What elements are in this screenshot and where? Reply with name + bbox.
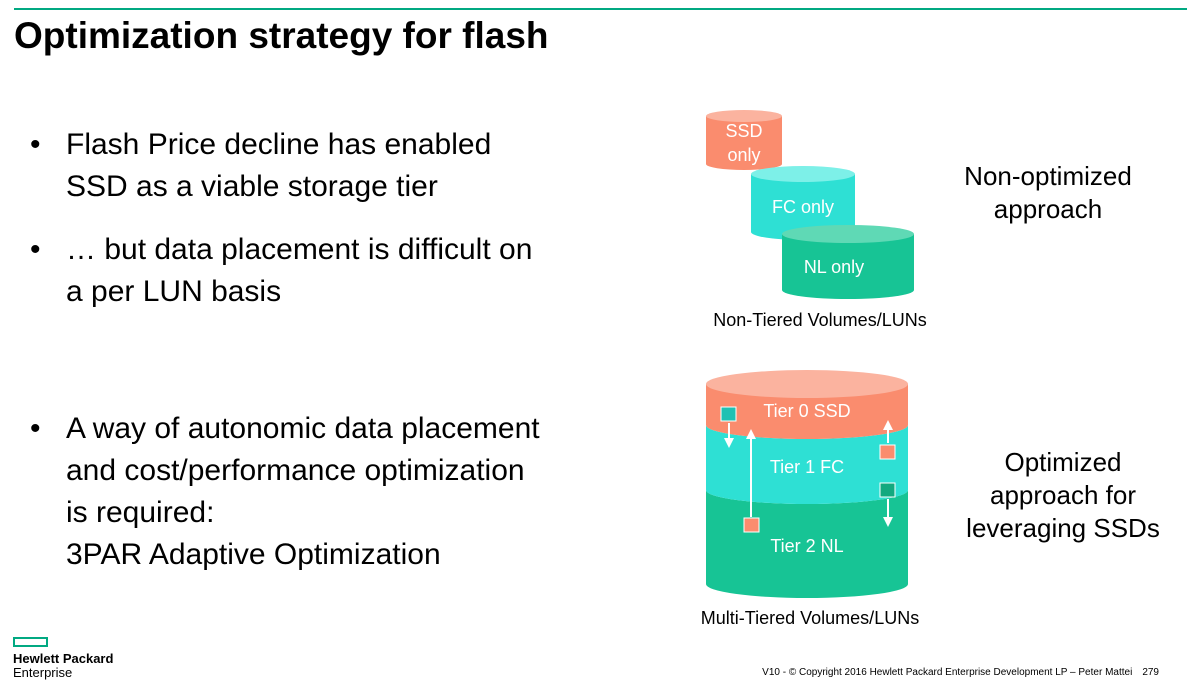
note-line: Non-optimized [964,161,1132,191]
ssd-only-label-2: only [727,145,760,165]
multi-tier-cylinder: Tier 0 SSD Tier 1 FC Tier 2 NL [706,370,908,598]
tier0-label: Tier 0 SSD [763,401,850,421]
bullet-line: and cost/performance optimization [66,454,525,487]
bullet-line: … but data placement is difficult on [66,233,533,266]
logo-line: Enterprise [13,665,73,680]
tier1-segment [706,425,908,504]
footer: V10 - © Copyright 2016 Hewlett Packard E… [762,667,1159,678]
bullet-line: is required: [66,496,215,529]
fc-only-label: FC only [772,197,834,217]
non-optimized-note: Non-optimized approach [938,160,1158,226]
nl-only-cylinder: NL only [782,225,914,299]
note-line: leveraging SSDs [966,513,1160,543]
tier2-segment [706,490,908,598]
tier0-segment [706,384,908,439]
bullet-text: … but data placement is difficult on a p… [66,229,610,313]
optimized-note: Optimized approach for leveraging SSDs [950,446,1176,545]
hpe-logo-text: Hewlett Packard Enterprise [13,652,113,680]
data-block [879,444,896,460]
tier2-label: Tier 2 NL [770,536,843,556]
nl-only-label: NL only [804,257,864,277]
note-line: approach [993,194,1103,224]
copyright-text: V10 - © Copyright 2016 Hewlett Packard E… [762,667,1133,678]
data-block [879,482,896,498]
bullet-line: 3PAR Adaptive Optimization [66,538,441,571]
page-number: 279 [1142,667,1159,678]
non-tiered-caption: Non-Tiered Volumes/LUNs [713,310,927,330]
bullet-marker: • [30,233,41,266]
bullet-line: SSD as a viable storage tier [66,170,438,203]
bullet-text: Flash Price decline has enabled SSD as a… [66,124,610,208]
note-line: Optimized [1004,447,1122,477]
logo-line: Hewlett Packard [13,651,114,666]
fc-only-cylinder: FC only [751,166,855,240]
note-line: approach for [990,480,1136,510]
bullet-marker: • [30,412,41,445]
ssd-only-label-1: SSD [725,121,762,141]
bullet-line: Flash Price decline has enabled [66,128,492,161]
multi-tiered-caption: Multi-Tiered Volumes/LUNs [700,608,920,628]
top-rule [14,8,1187,10]
bullet-line: a per LUN basis [66,275,282,308]
hpe-logo-icon [13,637,48,647]
bullet-text: A way of autonomic data placement and co… [66,408,610,576]
bullet-line: A way of autonomic data placement [66,412,540,445]
tier1-label: Tier 1 FC [770,457,844,477]
bullet-marker: • [30,128,41,161]
data-block [720,406,737,422]
ssd-only-cylinder: SSD only [706,110,782,170]
data-block [743,517,760,533]
slide-title: Optimization strategy for flash [14,15,549,56]
